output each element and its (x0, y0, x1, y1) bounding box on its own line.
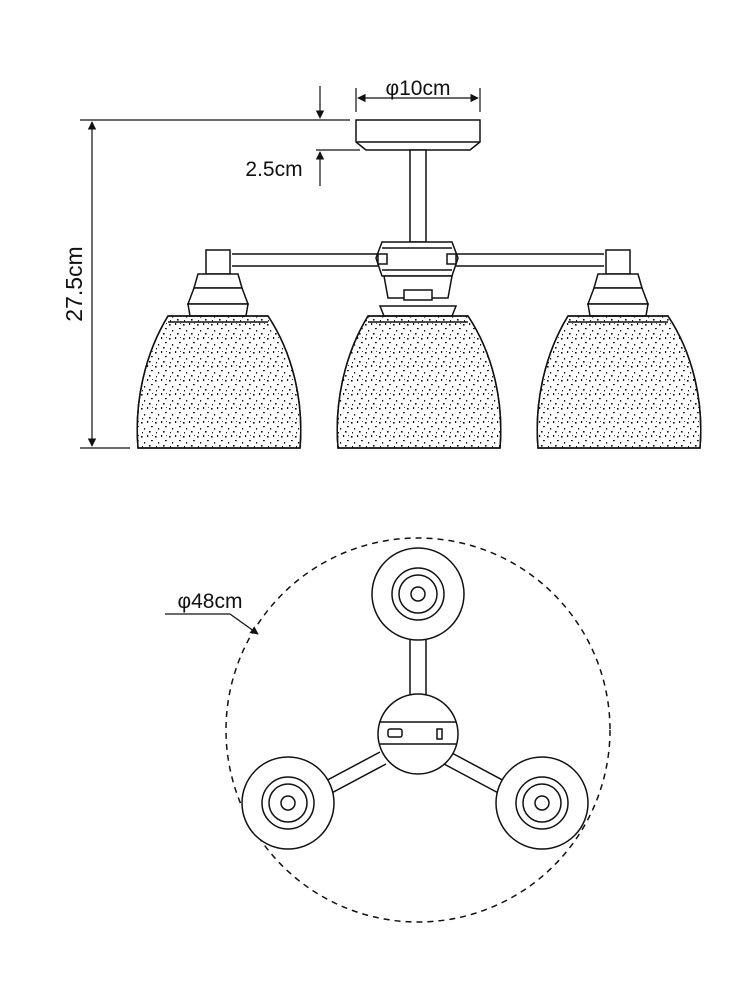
overall-diameter-circle (225, 537, 611, 923)
total-height-label: 27.5cm (61, 246, 87, 321)
canopy (355, 119, 481, 151)
lamp-holder-middle (378, 275, 458, 317)
plan-shade-right (495, 756, 589, 850)
canopy-diameter-label: φ10cm (386, 77, 451, 100)
canopy-height-label: 2.5cm (245, 158, 302, 181)
plan-shade-left (241, 756, 335, 850)
lamp-holder-right (586, 249, 650, 317)
overall-diameter-leader-diag (229, 613, 259, 635)
lamp-holder-left (186, 249, 250, 317)
glass-shade-left (136, 315, 302, 449)
front-elevation (136, 119, 702, 449)
plan-dimensions (165, 613, 259, 635)
glass-shade-middle (336, 315, 502, 449)
glass-shade-right (536, 315, 702, 449)
plan-central-hub (377, 693, 459, 775)
plan-view (225, 537, 611, 923)
arms (232, 253, 604, 267)
overall-diameter-label: φ48cm (178, 590, 243, 613)
central-hub (375, 241, 459, 277)
plan-shade-top (371, 547, 465, 641)
central-rod (409, 149, 427, 243)
front-dimensions (80, 86, 481, 449)
